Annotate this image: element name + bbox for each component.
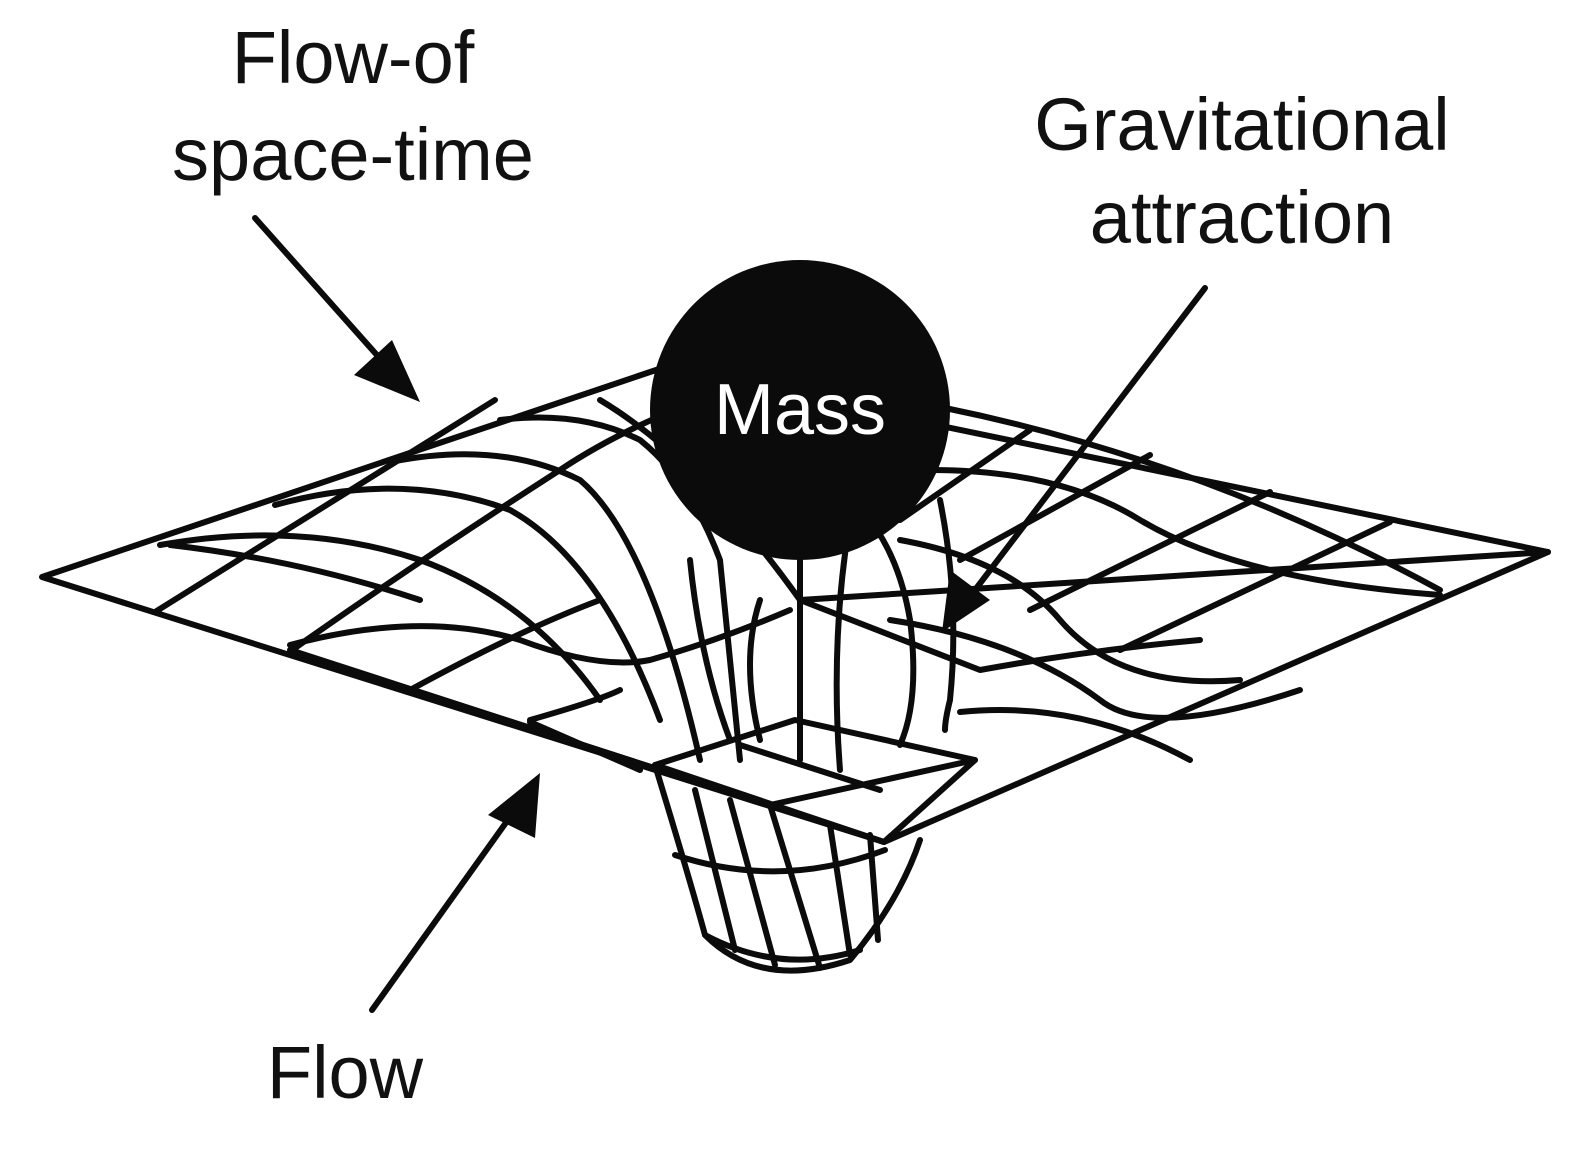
grid-line	[942, 405, 1443, 593]
grid-line	[767, 802, 823, 971]
label-space-time-line2: space-time	[172, 113, 534, 196]
grid-line	[827, 822, 853, 958]
arrow-gravitational-attraction	[942, 285, 1208, 632]
grid-line	[387, 451, 703, 763]
grid-line	[167, 542, 423, 603]
grid-line	[887, 617, 1303, 721]
grid-line	[797, 597, 1203, 673]
grid-line	[867, 832, 881, 943]
grid-line	[287, 607, 793, 666]
grid-line	[527, 687, 623, 723]
grid-line	[957, 707, 1193, 763]
grid-line	[157, 532, 603, 703]
mass-sphere: Mass	[650, 260, 950, 560]
grid-line	[1117, 519, 1393, 653]
grid-line	[737, 742, 883, 793]
grid-line	[702, 932, 863, 963]
arrow-flow-of-spacetime	[252, 215, 420, 402]
grid-line	[407, 597, 603, 693]
grid-line	[527, 719, 643, 773]
grid-line	[747, 597, 763, 743]
grid-line	[687, 557, 733, 743]
grid-line	[1027, 489, 1273, 613]
arrow-flow	[369, 773, 540, 1013]
mass-circle	[650, 260, 950, 560]
label-attraction-line2: attraction	[1090, 176, 1394, 259]
grid-line	[897, 427, 1033, 523]
grid-line	[957, 452, 1153, 563]
grid-line	[152, 397, 498, 615]
grid-line	[692, 787, 738, 953]
grid-line	[727, 797, 778, 968]
grid-line	[292, 397, 703, 651]
label-flow: Flow	[267, 1031, 424, 1114]
grid-line	[897, 537, 1243, 685]
grid-line	[927, 467, 1443, 598]
grid-line	[672, 847, 888, 875]
grid-line	[767, 757, 978, 808]
grid-line	[272, 485, 663, 723]
grid-line	[867, 517, 917, 748]
label-gravitational-line1: Gravitational	[1034, 83, 1449, 166]
label-flow-of-line1: Flow-of	[232, 16, 475, 99]
grid-line	[937, 497, 957, 733]
mass-label: Mass	[714, 370, 886, 450]
spacetime-grid	[39, 365, 1551, 974]
